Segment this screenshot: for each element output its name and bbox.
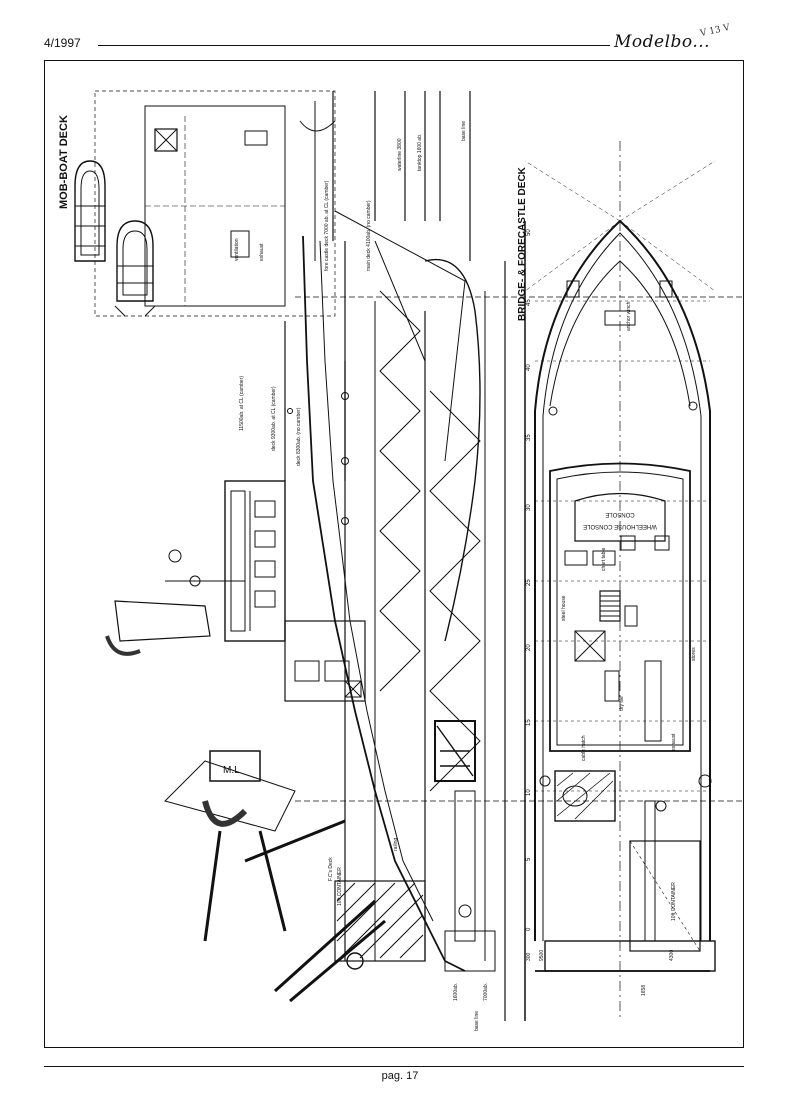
frame-15: 15 bbox=[526, 719, 532, 726]
frame-40: 40 bbox=[526, 364, 532, 371]
frame-10: 10 bbox=[526, 789, 532, 796]
deck-plan bbox=[524, 141, 716, 1021]
frame-0: 0 bbox=[526, 927, 532, 931]
magazine-brand: Modelbo... bbox=[614, 32, 711, 52]
level-lines bbox=[284, 91, 471, 481]
plan-exhaust: exhaust bbox=[671, 733, 677, 751]
footer-rule bbox=[44, 1066, 744, 1067]
hull-elevation bbox=[105, 210, 526, 1021]
frame-20: 20 bbox=[526, 644, 532, 651]
left-level-2: deck 9300ab. at CL (camber) bbox=[271, 386, 277, 451]
bottom-label-3: railing bbox=[393, 837, 399, 851]
bottom-label-5: base line bbox=[474, 1011, 480, 1031]
plan-container: 10ft CONTAINER bbox=[671, 882, 677, 921]
bridge-deck-title: BRIDGE- & FORECASTLE DECK bbox=[517, 166, 528, 321]
ml-mark: M.L bbox=[223, 765, 240, 776]
plan-steel-house: steel house bbox=[561, 595, 567, 621]
left-level-1: 11500ab. at CL (camber) bbox=[239, 376, 245, 431]
ship-drawing: MOB-BOAT DECK ventilation exhaust fore c… bbox=[58, 90, 745, 1031]
level-waterline: waterline 3800 bbox=[397, 138, 403, 171]
frame-numbers: 0 5 10 15 20 25 30 35 40 45 50 bbox=[526, 229, 532, 931]
frame-5: 5 bbox=[526, 857, 532, 861]
plan-stores: stores bbox=[691, 647, 697, 661]
mark-300: 300 bbox=[526, 952, 532, 961]
plan-cable-hatch: cable hatch bbox=[581, 735, 587, 761]
plan-chart-table: chart table bbox=[601, 547, 607, 571]
issue-number: 4/1997 bbox=[44, 36, 81, 50]
level-baseline: base line bbox=[461, 121, 467, 141]
level-main-deck: main deck 4100ab. (no camber) bbox=[366, 200, 372, 271]
bottom-label-4: 1600ab. bbox=[453, 983, 459, 1001]
mob-label-ventilation: ventilation bbox=[234, 238, 240, 261]
left-level-3: deck 8300ab. (no camber) bbox=[296, 407, 302, 466]
mob-label-exhaust: exhaust bbox=[259, 243, 265, 261]
level-tanktop: tanktop 1600 ab. bbox=[417, 134, 423, 171]
plan-console: CONSOLE bbox=[605, 511, 634, 517]
frame-45: 45 bbox=[526, 299, 532, 306]
bottom-label-1: F.C's Deck bbox=[328, 857, 334, 881]
frame-25: 25 bbox=[526, 579, 532, 586]
page-number: pag. 17 bbox=[381, 1070, 419, 1082]
bottom-label-6: 7000ab. bbox=[483, 983, 489, 1001]
handwritten-stamp: V 13 V bbox=[699, 22, 731, 40]
frame-30: 30 bbox=[526, 504, 532, 511]
header-rule bbox=[98, 45, 610, 46]
bottom-label-2: 10ft CONTAINER bbox=[337, 867, 343, 906]
mark-9500: 9500 bbox=[539, 950, 545, 961]
plan-console-mirror: WHEELHOUSE CONSOLE bbox=[583, 523, 657, 529]
mob-boat-title: MOB-BOAT DECK bbox=[58, 115, 70, 209]
frame-50: 50 bbox=[526, 229, 532, 236]
drawing-frame: MOB-BOAT DECK ventilation exhaust fore c… bbox=[44, 60, 745, 1048]
plan-dry-tile: dry tile bbox=[619, 696, 625, 711]
mob-boat-inset bbox=[74, 90, 336, 317]
mark-4300: 4300 bbox=[669, 950, 675, 961]
plan-anchor-winch: anchor winch bbox=[626, 301, 632, 331]
level-forecastle: fore castle deck 7000 ab. at CL (camber) bbox=[324, 180, 330, 271]
frame-35: 35 bbox=[526, 434, 532, 441]
mark-1658: 1658 bbox=[641, 985, 647, 996]
